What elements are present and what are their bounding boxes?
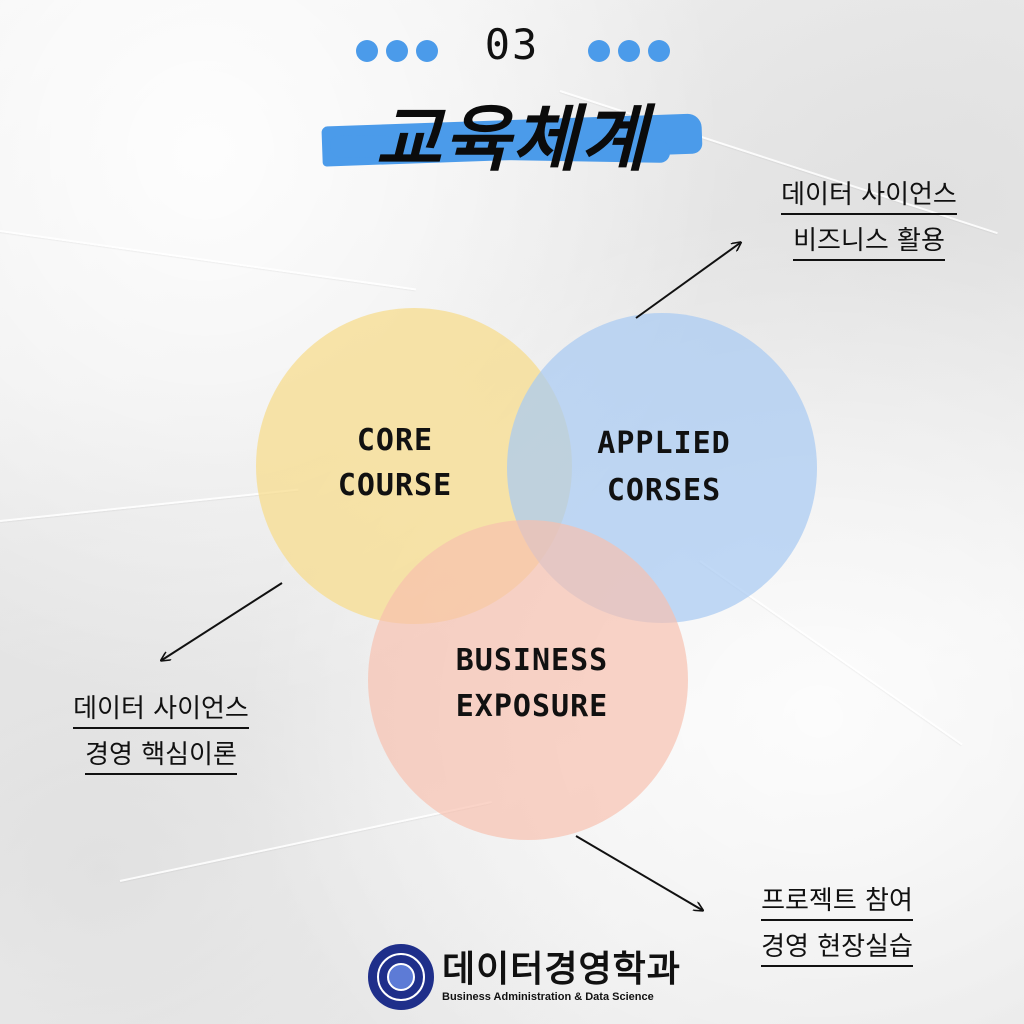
brand-text: 데이터경영학과 Business Administration & Data S… xyxy=(442,950,681,1004)
core-note-line1: 데이터 사이언스 xyxy=(73,691,249,729)
business-label-line1: BUSINESS xyxy=(456,643,609,678)
footer-brand: 데이터경영학과 Business Administration & Data S… xyxy=(368,944,681,1010)
page-title: 교육체계 xyxy=(375,97,649,181)
brand-name: 데이터경영학과 xyxy=(442,949,681,990)
business-note-line1: 프로젝트 참여 xyxy=(761,883,913,921)
arrow-business xyxy=(575,835,702,910)
university-seal-icon xyxy=(368,944,434,1010)
applied-note: 데이터 사이언스 비즈니스 활용 xyxy=(744,172,994,264)
arrow-core xyxy=(162,582,283,660)
core-note-line2: 경영 핵심이론 xyxy=(85,737,237,775)
dot-icon xyxy=(356,40,378,62)
arrow-applied xyxy=(635,243,740,319)
core-note: 데이터 사이언스 경영 핵심이론 xyxy=(36,686,286,778)
applied-label-line1: APPLIED xyxy=(597,426,730,461)
core-label-line1: CORE xyxy=(357,423,433,458)
business-note: 프로젝트 참여 경영 현장실습 xyxy=(712,878,962,970)
section-number: 03 xyxy=(484,20,540,69)
dot-icon xyxy=(648,40,670,62)
applied-note-line1: 데이터 사이언스 xyxy=(781,177,957,215)
business-note-line2: 경영 현장실습 xyxy=(761,929,913,967)
dot-icon xyxy=(588,40,610,62)
dot-icon xyxy=(416,40,438,62)
business-label-line2: EXPOSURE xyxy=(456,689,609,724)
applied-label-line2: CORSES xyxy=(607,473,721,508)
dot-icon xyxy=(386,40,408,62)
brand-subtitle: Business Administration & Data Science xyxy=(442,991,654,1003)
right-dots xyxy=(588,40,670,62)
seal-ring xyxy=(377,953,425,1001)
seal-core xyxy=(387,963,415,991)
business-exposure-circle xyxy=(368,520,688,840)
dot-icon xyxy=(618,40,640,62)
left-dots xyxy=(356,40,438,62)
core-label-line2: COURSE xyxy=(338,468,452,503)
applied-note-line2: 비즈니스 활용 xyxy=(793,223,945,261)
